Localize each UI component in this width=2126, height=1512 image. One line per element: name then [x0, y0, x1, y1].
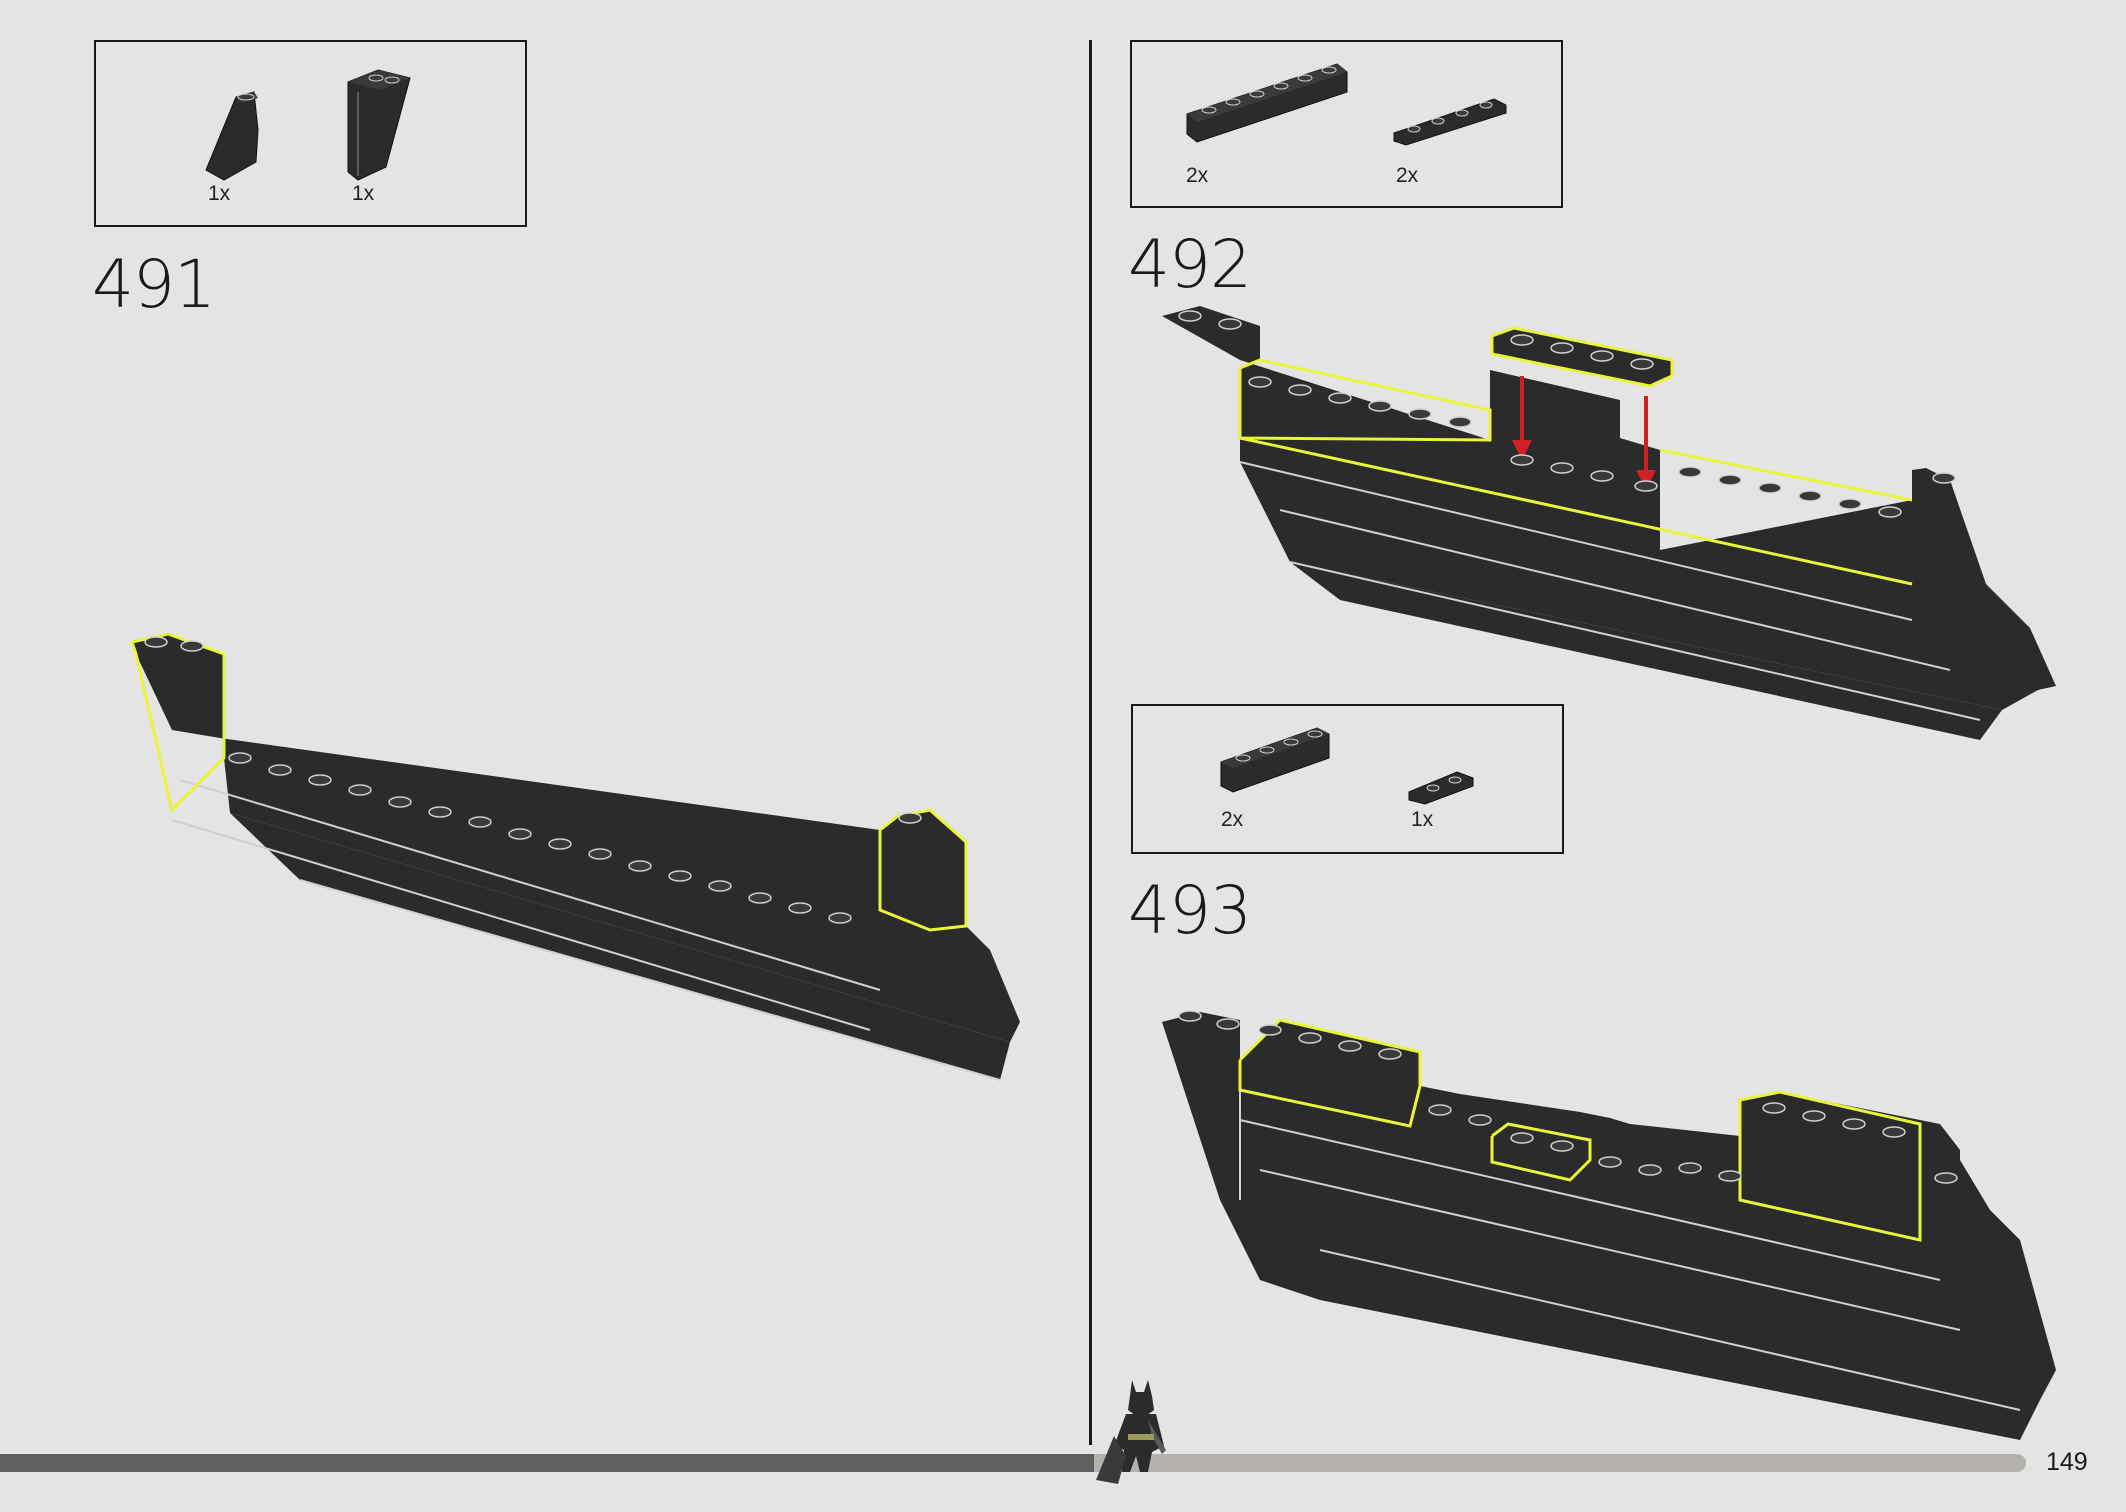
progress-bar [0, 1454, 2026, 1472]
part-qty: 2x [1396, 164, 1419, 187]
assembly-492 [1162, 306, 2056, 740]
step-number-493: 493 [1128, 872, 1252, 949]
tall-slope-brick-icon [347, 69, 411, 181]
progress-fill [0, 1454, 1095, 1472]
parts-callout-492: 2x 2x [1130, 40, 1563, 208]
plate-1x2-icon [1408, 771, 1474, 805]
plate-1x4-icon [1393, 98, 1507, 146]
page-number: 149 [2046, 1448, 2088, 1476]
page-divider [1089, 40, 1092, 1445]
assembly-491 [130, 632, 1020, 1081]
part-qty: 1x [352, 182, 375, 205]
part-qty: 1x [1411, 808, 1434, 831]
part-qty: 2x [1221, 808, 1244, 831]
part-qty: 2x [1186, 164, 1209, 187]
brick-1x6-icon [1186, 63, 1348, 143]
slope-brick-icon [205, 91, 259, 181]
assembly-493 [1162, 1010, 2056, 1440]
step-number-492: 492 [1128, 226, 1252, 303]
parts-callout-491: 1x 1x [94, 40, 527, 227]
batman-figure-icon [1096, 1380, 1166, 1484]
brick-1x4-icon [1220, 727, 1330, 793]
part-qty: 1x [208, 182, 231, 205]
parts-callout-493: 2x 1x [1131, 704, 1564, 854]
step-number-491: 491 [92, 246, 216, 323]
